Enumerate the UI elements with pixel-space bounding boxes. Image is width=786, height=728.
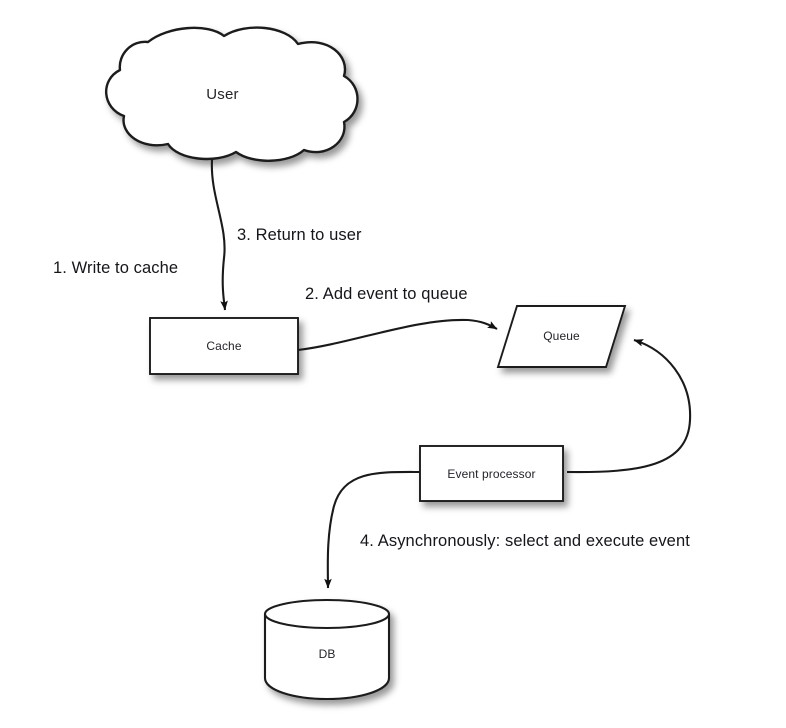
node-queue[interactable] (496, 305, 627, 368)
edge-processor-to-queue[interactable] (566, 338, 692, 474)
edge-processor-to-db[interactable] (324, 470, 421, 589)
edge-cache-to-queue[interactable] (297, 318, 498, 352)
edge-user-to-cache[interactable] (210, 159, 228, 311)
node-db[interactable] (263, 598, 391, 701)
step-label-3: 3. Return to user (237, 226, 362, 244)
step-label-2: 2. Add event to queue (305, 285, 468, 303)
step-label-1: 1. Write to cache (53, 259, 179, 277)
node-user[interactable] (104, 26, 359, 162)
node-cache[interactable] (149, 317, 299, 375)
node-event-processor[interactable] (419, 445, 564, 502)
step-label-4: 4. Asynchronously: select and execute ev… (360, 532, 690, 550)
